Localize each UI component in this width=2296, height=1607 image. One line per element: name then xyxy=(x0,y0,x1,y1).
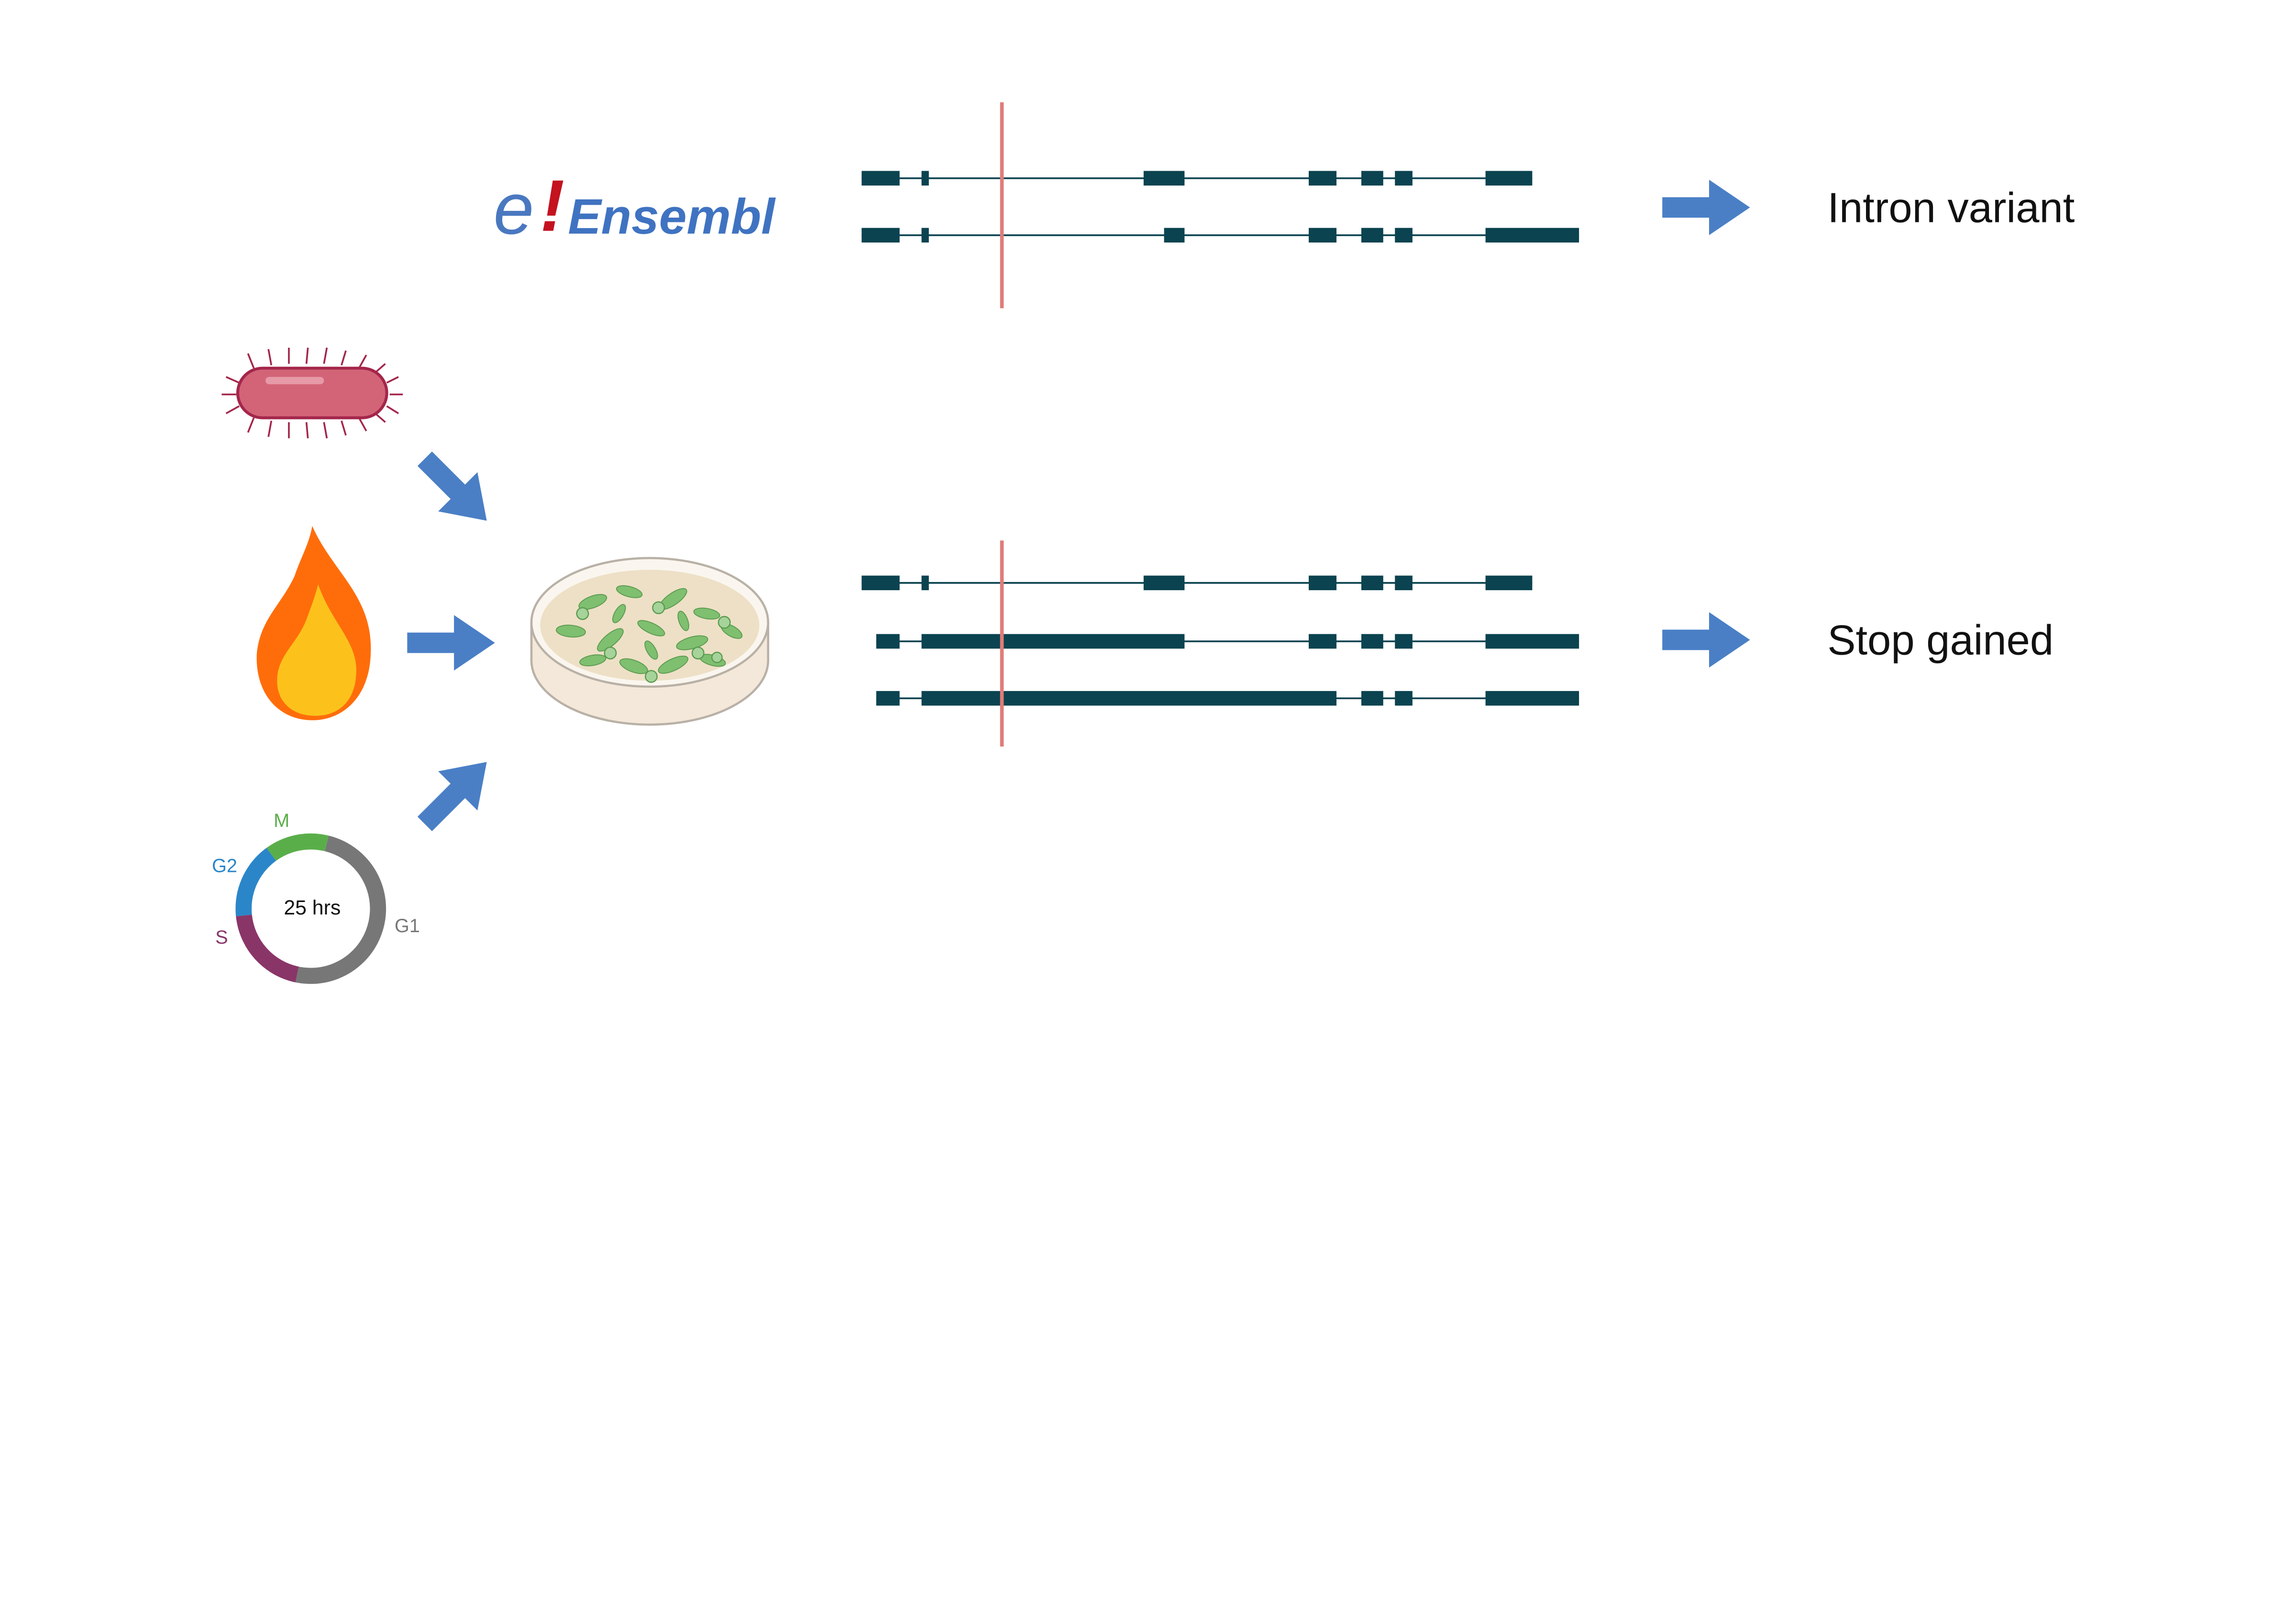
exon xyxy=(1395,691,1413,706)
exon xyxy=(1361,575,1383,591)
arrow-icon xyxy=(1662,612,1750,668)
exon xyxy=(921,691,1337,706)
transcript-track xyxy=(876,634,1579,649)
phase-label-g2: G2 xyxy=(212,856,237,877)
outcome-label-top: Intron variant xyxy=(1827,184,2075,231)
ensembl-logo-word: Ensembl xyxy=(568,189,776,245)
arrow-icon xyxy=(407,615,495,671)
exon xyxy=(1395,171,1413,186)
phase-label-m: M xyxy=(274,810,289,831)
exon xyxy=(1361,171,1383,186)
exon xyxy=(861,228,900,243)
exon xyxy=(921,228,929,243)
exon xyxy=(1485,228,1579,243)
exon xyxy=(1485,171,1533,186)
phase-label-g1: G1 xyxy=(395,915,420,936)
exon xyxy=(1309,228,1337,243)
arrow-icon xyxy=(1662,179,1750,235)
transcript-track xyxy=(861,171,1533,186)
exon xyxy=(1485,634,1579,649)
exon xyxy=(876,691,900,706)
arrow-icon xyxy=(417,451,487,521)
cell-cycle-icon: 25 hrs M G2 S G1 xyxy=(212,810,420,984)
exon xyxy=(1361,228,1383,243)
exon xyxy=(1309,171,1337,186)
exon xyxy=(861,575,900,591)
cell-cycle-g1-arc xyxy=(235,833,386,984)
transcript-panel-top xyxy=(861,102,1579,308)
transcript-track xyxy=(861,228,1579,243)
cell-cycle-g2-arc xyxy=(235,833,386,984)
exon xyxy=(861,171,900,186)
exon xyxy=(876,634,900,649)
exon xyxy=(1143,171,1185,186)
exon xyxy=(1485,575,1533,591)
bacterium-icon xyxy=(221,347,403,439)
transcript-panel-bottom xyxy=(861,540,1579,747)
exon xyxy=(1309,634,1337,649)
exon xyxy=(1395,575,1413,591)
exon xyxy=(1164,228,1185,243)
exon xyxy=(1309,575,1337,591)
exon xyxy=(1395,228,1413,243)
flame-icon xyxy=(256,526,371,720)
exon xyxy=(921,575,929,591)
cell-culture-dish-icon xyxy=(530,557,770,726)
arrow-icon xyxy=(417,762,487,831)
transcript-track xyxy=(876,691,1579,706)
exon xyxy=(1361,634,1383,649)
outcome-label-bottom: Stop gained xyxy=(1827,616,2053,663)
transcript-track xyxy=(861,575,1533,591)
exon xyxy=(1361,691,1383,706)
ensembl-logo-bang: ! xyxy=(540,165,564,247)
phase-label-s: S xyxy=(215,927,228,948)
cell-cycle-duration: 25 hrs xyxy=(284,896,341,919)
ensembl-logo: e ! Ensembl xyxy=(494,165,776,250)
ensembl-logo-e: e xyxy=(494,168,534,250)
exon xyxy=(1143,575,1185,591)
exon xyxy=(1395,634,1413,649)
exon xyxy=(1485,691,1579,706)
exon xyxy=(921,634,1185,649)
cell-cycle-m-arc xyxy=(235,833,386,984)
exon xyxy=(921,171,929,186)
